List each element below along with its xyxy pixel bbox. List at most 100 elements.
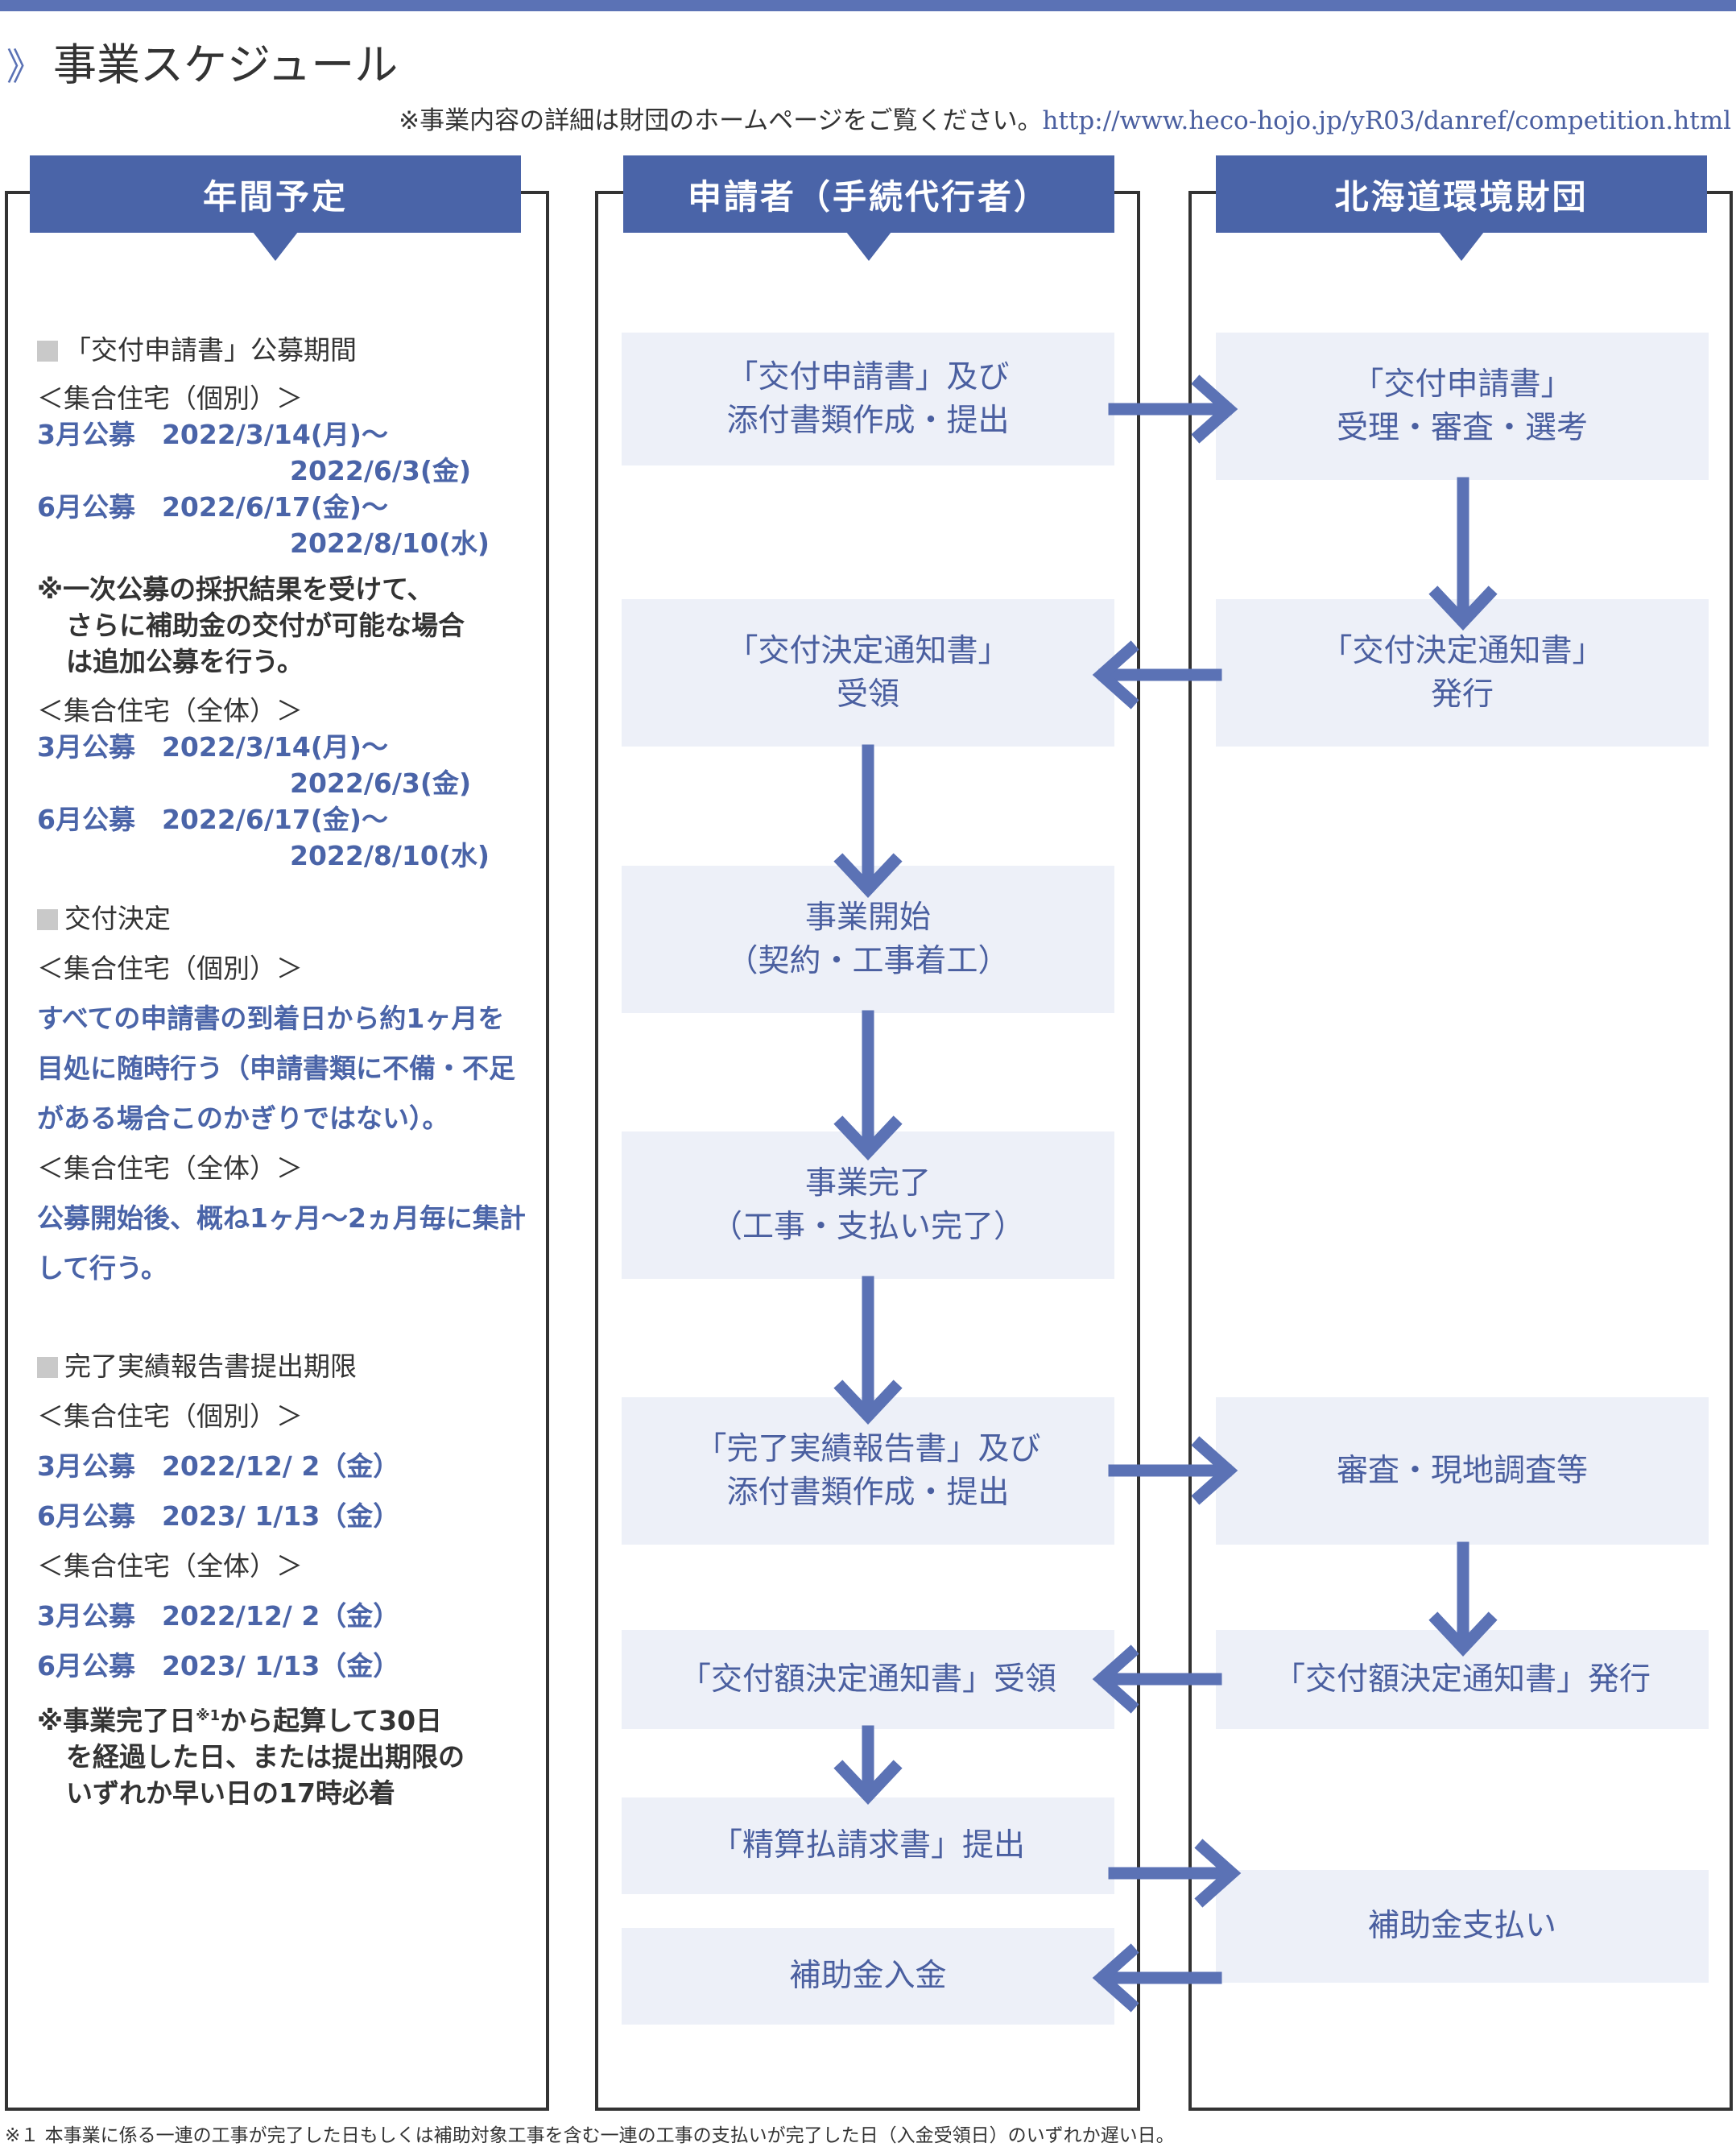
- note-line: は追加公募を行う。: [66, 646, 304, 677]
- section-heading: 完了実績報告書提出期限: [37, 1342, 399, 1392]
- decision-line: して行う。: [37, 1252, 168, 1284]
- period-line: 2022/6/3(金): [290, 767, 472, 799]
- arrow-down-icon: [833, 744, 903, 898]
- note-line: を経過した日、または提出期限の: [66, 1741, 465, 1773]
- decision-line: がある場合このかぎりではない）。: [37, 1102, 449, 1134]
- arrow-left-icon: [1092, 1644, 1222, 1714]
- category-label: ＜集合住宅（個別）＞: [37, 383, 303, 414]
- arrow-down-icon: [833, 1725, 903, 1805]
- applicant-step-payment-request: 「精算払請求書」提出: [622, 1797, 1114, 1894]
- detail-note-text: ※事業内容の詳細は財団のホームページをご覧ください。: [399, 106, 1043, 135]
- section-heading: 「交付申請書」公募期間: [37, 332, 490, 368]
- applicant-step-application: 「交付申請書」及び添付書類作成・提出: [622, 333, 1114, 465]
- period-line: 2022/8/10(水): [290, 840, 490, 871]
- arrow-left-icon: [1092, 640, 1222, 709]
- schedule-section-decision: 交付決定 ＜集合住宅（個別）＞ すべての申請書の到着日から約1ヶ月を 目処に随時…: [37, 894, 526, 1293]
- schedule-section-application: 「交付申請書」公募期間 ＜集合住宅（個別）＞ 3月公募 2022/3/14(月)…: [37, 332, 490, 874]
- square-bullet-icon: [37, 1357, 58, 1378]
- applicant-step-receive-decision: 「交付決定通知書」受領: [622, 599, 1114, 747]
- applicant-step-funds-received: 補助金入金: [622, 1928, 1114, 2025]
- deadline-line: 6月公募 2023/ 1/13（金）: [37, 1650, 400, 1682]
- step-label: 事業開始: [804, 899, 931, 936]
- double-chevron-icon: 》: [6, 45, 43, 89]
- arrow-left-icon: [1092, 1943, 1222, 2013]
- period-line: 6月公募 2022/6/17(金)～: [37, 804, 388, 835]
- section-heading: 交付決定: [37, 894, 526, 944]
- note-text: ※事業完了日: [37, 1705, 196, 1736]
- step-label: 発行: [1430, 676, 1494, 713]
- period-line: 3月公募 2022/3/14(月)～: [37, 731, 388, 763]
- step-label: 「交付額決定通知書」受領: [679, 1661, 1056, 1698]
- deadline-line: 3月公募 2022/12/ 2（金）: [37, 1600, 400, 1632]
- column-header-schedule: 年間予定: [30, 155, 521, 233]
- footnote: ※１ 本事業に係る一連の工事が完了した日もしくは補助対象工事を含む一連の工事の支…: [5, 2125, 1175, 2146]
- page-title-text: 事業スケジュール: [53, 39, 399, 90]
- note-text: から起算して30日: [220, 1705, 443, 1736]
- page-title: 》事業スケジュール: [6, 29, 398, 93]
- decision-line: すべての申請書の到着日から約1ヶ月を: [37, 1003, 505, 1034]
- period-line: 2022/8/10(水): [290, 527, 490, 559]
- arrow-down-icon: [833, 1010, 903, 1160]
- header-pointer-icon: [253, 232, 298, 261]
- step-label: 受理・審査・選考: [1336, 409, 1588, 446]
- category-label: ＜集合住宅（全体）＞: [37, 1550, 303, 1582]
- step-label: 審査・現地調査等: [1336, 1452, 1588, 1489]
- decision-line: 目処に随時行う（申請書類に不備・不足: [37, 1053, 515, 1084]
- top-accent-bar: [0, 0, 1736, 11]
- step-label: 「精算払請求書」提出: [710, 1827, 1025, 1864]
- step-label: 「交付申請書」: [1352, 366, 1573, 403]
- section-title: 交付決定: [64, 903, 171, 934]
- period-line: 3月公募 2022/3/14(月)～: [37, 419, 388, 450]
- step-label: 「完了実績報告書」及び: [695, 1430, 1041, 1467]
- foundation-step-payment: 補助金支払い: [1216, 1870, 1709, 1983]
- step-label: 「交付決定通知書」: [1321, 632, 1604, 669]
- detail-note: ※事業内容の詳細は財団のホームページをご覧ください。http://www.hec…: [399, 100, 1731, 136]
- arrow-right-icon: [1108, 1839, 1242, 1908]
- column-header-applicant: 申請者（手続代行者）: [623, 155, 1114, 233]
- step-label: （契約・工事着工）: [726, 942, 1010, 979]
- schedule-report-note: ※事業完了日※1から起算して30日 を経過した日、または提出期限の いずれか早い…: [37, 1698, 465, 1811]
- section-title: 「交付申請書」公募期間: [64, 334, 357, 366]
- square-bullet-icon: [37, 341, 58, 362]
- note-line: ※事業完了日※1から起算して30日: [37, 1698, 465, 1739]
- category-label: ＜集合住宅（全体）＞: [37, 1152, 303, 1184]
- applicant-step-completion-report: 「完了実績報告書」及び添付書類作成・提出: [622, 1397, 1114, 1545]
- period-line: 2022/6/3(金): [290, 455, 472, 486]
- decision-line: 公募開始後、概ね1ヶ月～2ヵ月毎に集計: [37, 1202, 526, 1234]
- step-label: 補助金入金: [789, 1958, 947, 1994]
- arrow-down-icon: [1428, 477, 1498, 631]
- footnote-marker: ※1: [196, 1707, 221, 1724]
- arrow-down-icon: [833, 1276, 903, 1425]
- step-label: 補助金支払い: [1367, 1908, 1556, 1944]
- step-label: 事業完了: [804, 1165, 931, 1202]
- schedule-section-report: 完了実績報告書提出期限 ＜集合住宅（個別）＞ 3月公募 2022/12/ 2（金…: [37, 1342, 399, 1691]
- category-label: ＜集合住宅（個別）＞: [37, 953, 303, 984]
- note-line: さらに補助金の交付が可能な場合: [66, 610, 465, 641]
- arrow-down-icon: [1428, 1541, 1498, 1657]
- category-label: ＜集合住宅（個別）＞: [37, 1400, 303, 1432]
- foundation-step-inspection: 審査・現地調査等: [1216, 1397, 1709, 1545]
- column-schedule: [5, 191, 549, 2111]
- arrow-right-icon: [1108, 1436, 1238, 1505]
- column-header-foundation: 北海道環境財団: [1216, 155, 1707, 233]
- step-label: 添付書類作成・提出: [726, 402, 1010, 439]
- website-link[interactable]: http://www.heco-hojo.jp/yR03/danref/comp…: [1042, 106, 1731, 135]
- step-label: 「交付決定通知書」: [726, 632, 1010, 669]
- foundation-step-issue-amount: 「交付額決定通知書」発行: [1216, 1630, 1709, 1729]
- foundation-step-review: 「交付申請書」受理・審査・選考: [1216, 333, 1709, 480]
- header-pointer-icon: [1439, 232, 1484, 261]
- arrow-right-icon: [1108, 374, 1238, 444]
- step-label: 「交付申請書」及び: [726, 358, 1010, 395]
- header-pointer-icon: [846, 232, 891, 261]
- section-title: 完了実績報告書提出期限: [64, 1351, 357, 1382]
- step-label: 受領: [836, 676, 899, 713]
- step-label: 添付書類作成・提出: [726, 1474, 1010, 1511]
- step-label: （工事・支払い完了）: [710, 1208, 1025, 1245]
- note-line: ※一次公募の採択結果を受けて、: [37, 573, 434, 605]
- applicant-step-receive-amount: 「交付額決定通知書」受領: [622, 1630, 1114, 1729]
- deadline-line: 3月公募 2022/12/ 2（金）: [37, 1450, 400, 1482]
- step-label: 「交付額決定通知書」発行: [1273, 1661, 1651, 1698]
- deadline-line: 6月公募 2023/ 1/13（金）: [37, 1500, 400, 1532]
- period-line: 6月公募 2022/6/17(金)～: [37, 491, 388, 523]
